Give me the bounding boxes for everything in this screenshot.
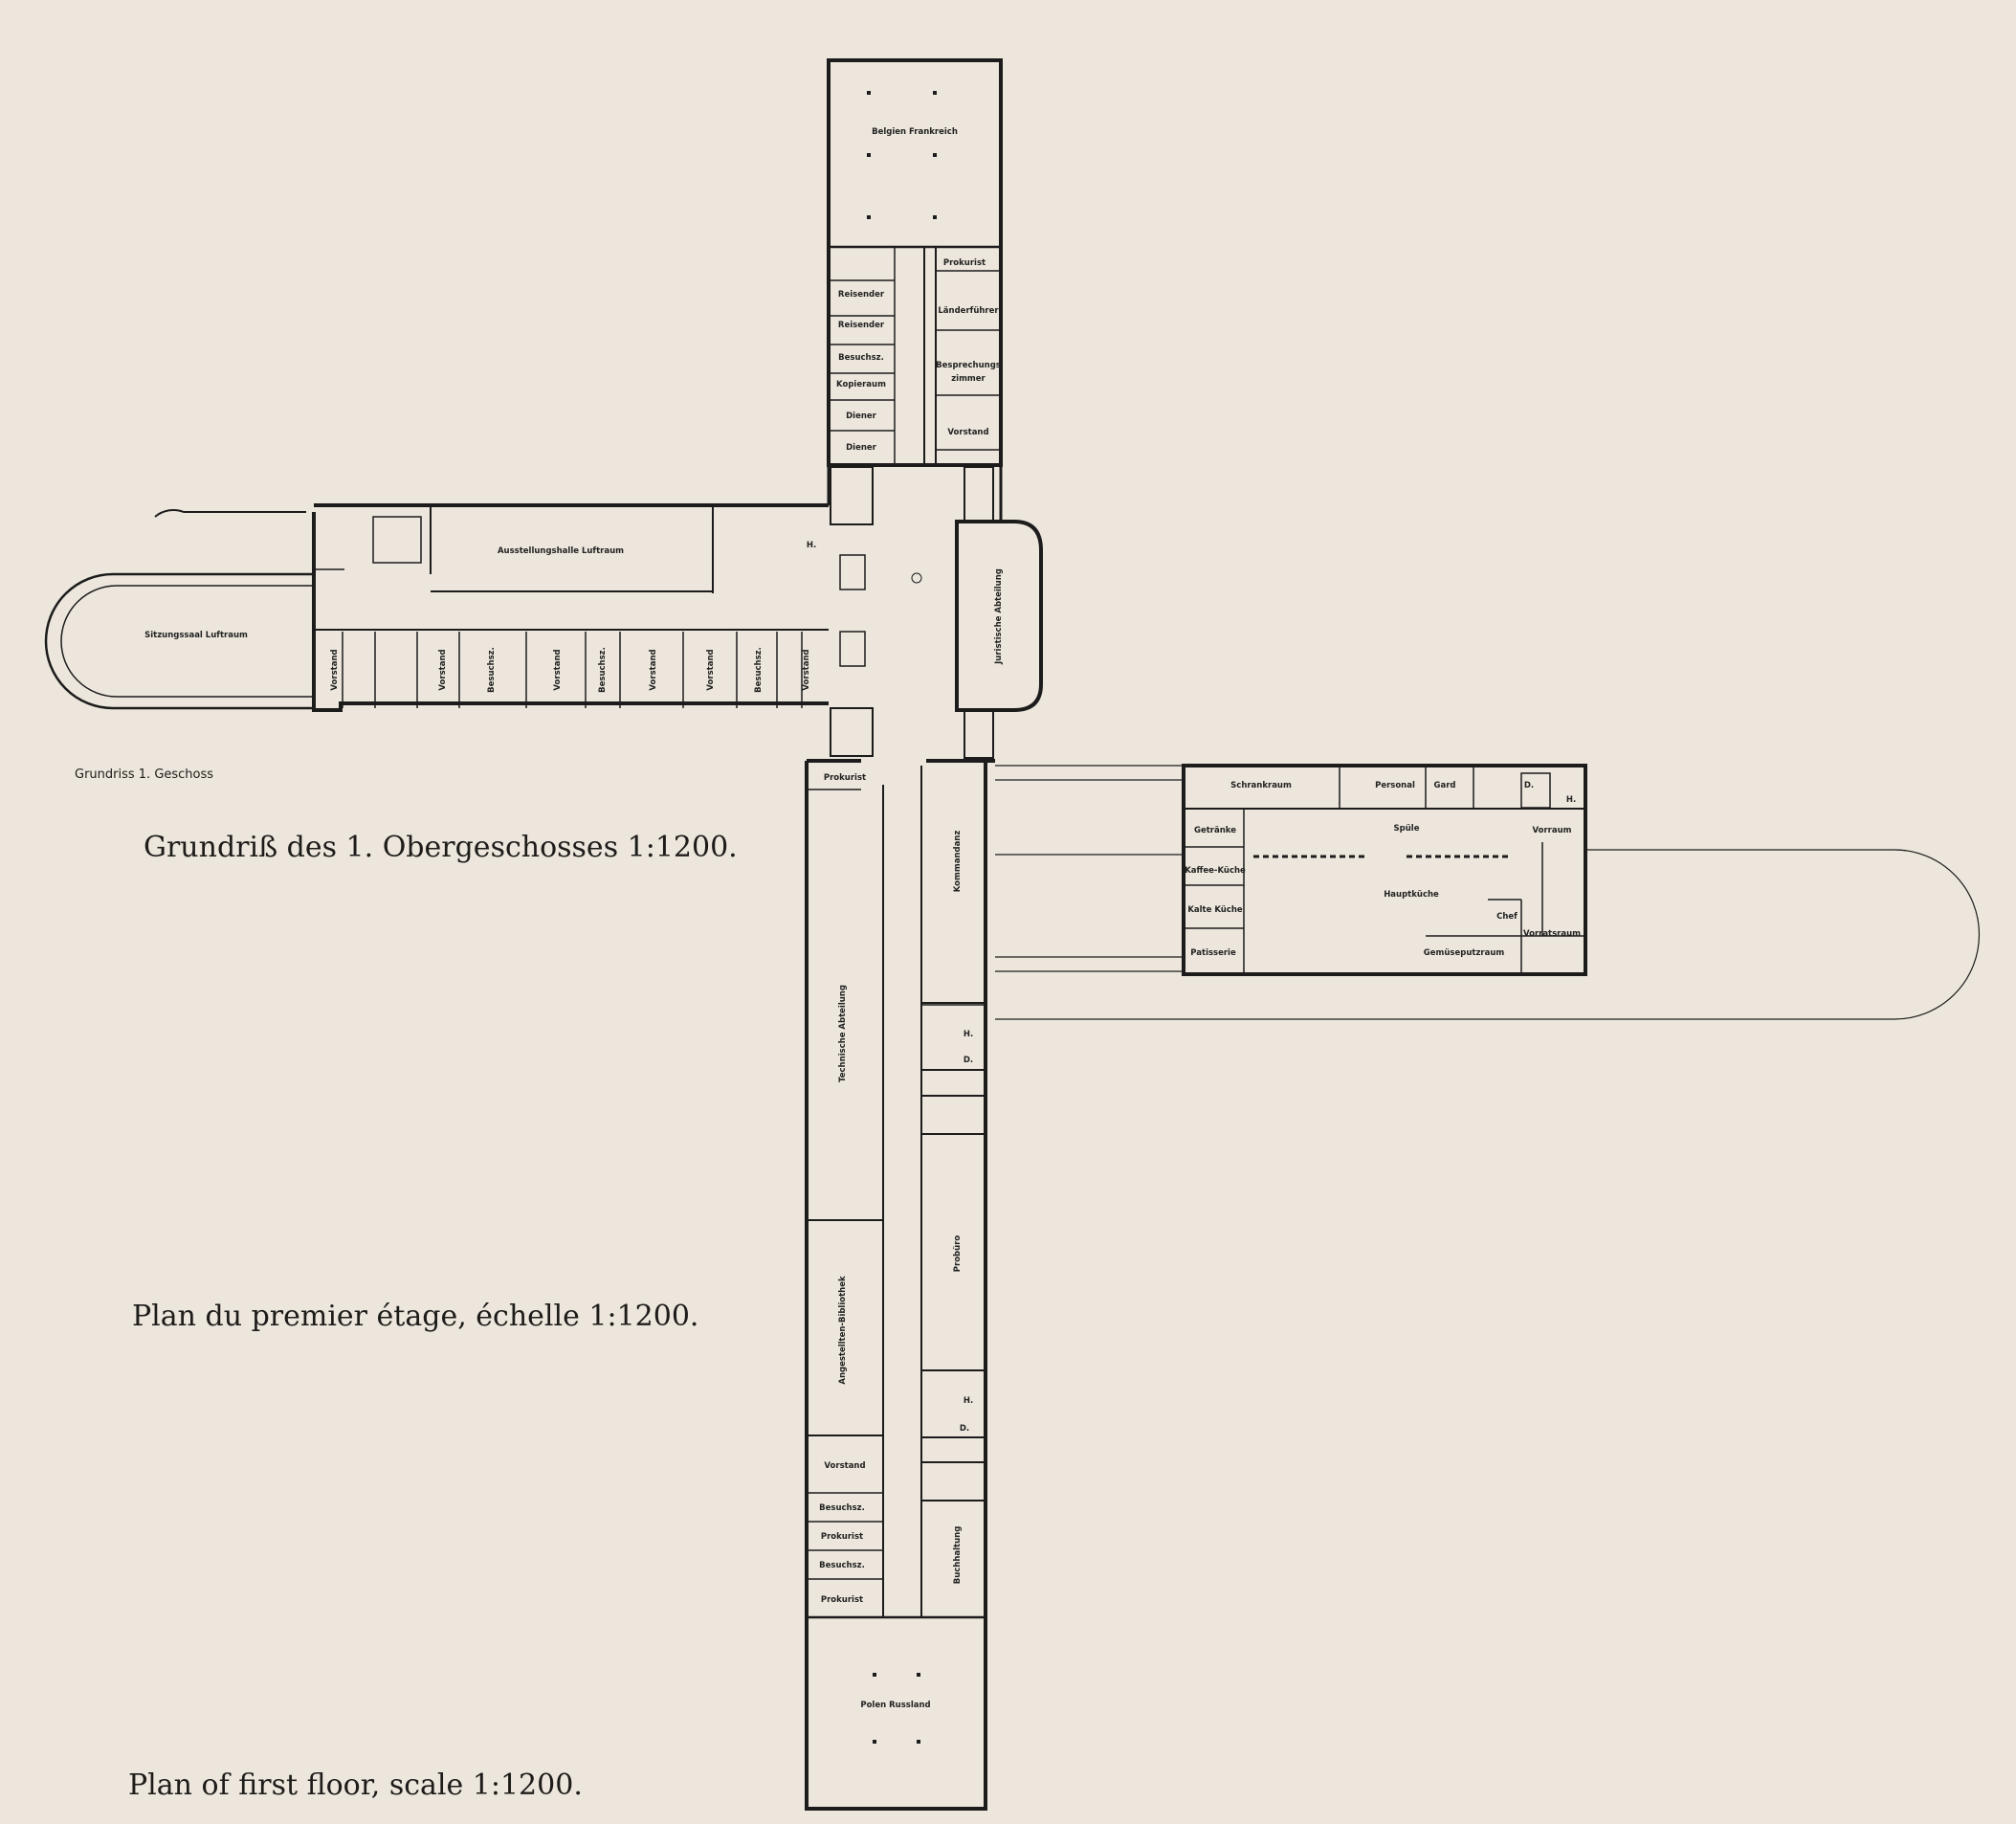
label-vorstand-west-2: Vorstand xyxy=(438,649,448,690)
label-besuchsz-west-3: Besuchsz. xyxy=(598,647,608,693)
label-gemueseputzraum: Gemüseputzraum xyxy=(1424,948,1505,958)
label-hauptkueche: Hauptküche xyxy=(1384,890,1439,900)
label-h-west: H. xyxy=(807,541,816,550)
label-prokurist-south: Prokurist xyxy=(824,773,866,783)
label-besuchsz-south-1: Besuchsz. xyxy=(819,1503,865,1513)
label-prokurist-south-2: Prokurist xyxy=(821,1595,863,1605)
label-laenderfuehrer: Länderführer xyxy=(938,306,999,316)
label-spuele: Spüle xyxy=(1394,824,1420,834)
north-wing xyxy=(827,58,1003,467)
label-vorstand-north: Vorstand xyxy=(947,428,988,437)
label-probuero: Probüro xyxy=(953,1235,963,1273)
label-getraenke: Getränke xyxy=(1194,826,1236,835)
label-h-east: H. xyxy=(1566,795,1576,805)
label-diener-2: Diener xyxy=(846,443,877,453)
label-gard: Gard xyxy=(1434,781,1456,790)
label-reisender-1: Reisender xyxy=(838,290,885,300)
label-vorstand-west-3: Vorstand xyxy=(553,649,563,690)
label-besuchsz-west-2: Besuchsz. xyxy=(487,647,497,693)
label-patisserie: Patisserie xyxy=(1190,948,1236,958)
label-vorstand-south: Vorstand xyxy=(824,1461,865,1471)
label-besprechungszimmer-1: Besprechungs xyxy=(936,361,1001,370)
label-d-south-1: D. xyxy=(964,1056,973,1065)
label-prokurist-south-1: Prokurist xyxy=(821,1532,863,1542)
label-belgien-frankreich: Belgien Frankreich xyxy=(872,127,958,137)
label-chef: Chef xyxy=(1496,912,1518,922)
label-diener-1: Diener xyxy=(846,412,877,421)
south-wing xyxy=(805,759,995,1811)
label-vorstand-west-5: Vorstand xyxy=(706,649,716,690)
label-besprechungszimmer-2: zimmer xyxy=(951,374,986,384)
caption-english: Plan of first floor, scale 1:1200. xyxy=(128,1768,583,1802)
label-buchhaltung: Buchhaltung xyxy=(953,1526,963,1585)
label-sitzungssaal: Sitzungssaal Luftraum xyxy=(144,631,248,640)
label-vorstand-west-6: Vorstand xyxy=(802,649,811,690)
label-technische: Technische Abteilung xyxy=(838,985,848,1082)
label-vorstand-west-4: Vorstand xyxy=(649,649,658,690)
label-d-east: D. xyxy=(1524,781,1534,790)
caption-french: Plan du premier étage, échelle 1:1200. xyxy=(132,1300,699,1333)
label-kaffeekueche: Kaffee-Küche xyxy=(1185,866,1246,876)
label-h-south-1: H. xyxy=(964,1030,973,1039)
room-labels: Belgien Frankreich Prokurist Reisender R… xyxy=(144,127,1581,1710)
label-bibliothek: Angestellten-Bibliothek xyxy=(838,1276,848,1385)
central-core xyxy=(827,465,1043,759)
label-vorstand-west-1: Vorstand xyxy=(330,649,340,690)
caption-german: Grundriß des 1. Obergeschosses 1:1200. xyxy=(144,831,738,864)
label-kopieraum: Kopieraum xyxy=(836,380,886,389)
label-kalte-kueche: Kalte Küche xyxy=(1187,905,1243,915)
label-ausstellungshalle: Ausstellungshalle Luftraum xyxy=(498,546,624,556)
label-juristische: Juristische Abteilung xyxy=(994,568,1004,665)
label-d-south-2: D. xyxy=(960,1424,969,1434)
label-besuchsz-south-2: Besuchsz. xyxy=(819,1561,865,1570)
label-personal: Personal xyxy=(1375,781,1415,790)
label-vorraum: Vorraum xyxy=(1533,826,1572,835)
east-wing xyxy=(995,764,1981,1020)
label-besuchsz-north: Besuchsz. xyxy=(838,353,884,363)
label-polen-russland: Polen Russland xyxy=(860,1701,930,1710)
label-h-south-2: H. xyxy=(964,1396,973,1406)
label-besuchsz-west-4: Besuchsz. xyxy=(754,647,764,693)
label-kommandanz: Kommandanz xyxy=(953,831,963,893)
columns xyxy=(867,91,937,1744)
label-schrankraum: Schrankraum xyxy=(1230,781,1292,790)
label-prokurist-north: Prokurist xyxy=(943,258,986,268)
west-wing xyxy=(44,503,829,712)
plan-label: Grundriss 1. Geschoss xyxy=(75,767,214,782)
label-vorratsraum: Vorratsraum xyxy=(1523,929,1581,939)
label-reisender-2: Reisender xyxy=(838,321,885,330)
